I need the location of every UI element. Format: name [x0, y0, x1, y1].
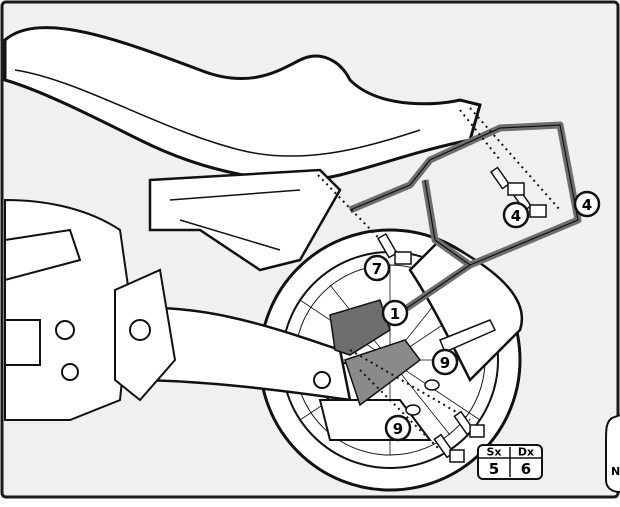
side-table: Sx Dx 5 6 — [477, 444, 543, 480]
plate-bracket — [344, 339, 422, 407]
callout-part-1: 1 — [381, 299, 409, 327]
svg-text:4: 4 — [582, 196, 592, 214]
bolts — [377, 166, 547, 463]
callout-part-9-upper: 9 — [431, 348, 459, 376]
side-left-label: Sx — [486, 446, 501, 459]
svg-text:7: 7 — [372, 260, 382, 278]
lower-bracket — [329, 299, 391, 356]
callout-part-9-lower: 9 — [384, 414, 412, 442]
cropped-note-text: N — [611, 465, 620, 478]
callout-part-4-left: 4 — [502, 201, 530, 229]
subframe — [148, 168, 342, 272]
callout-part-7: 7 — [363, 254, 391, 282]
svg-text:9: 9 — [393, 420, 403, 438]
callout-part-4-right: 4 — [573, 190, 601, 218]
swingarm — [118, 306, 352, 402]
svg-text:4: 4 — [511, 207, 521, 225]
svg-text:9: 9 — [440, 354, 450, 372]
cropped-note-box — [605, 414, 620, 493]
motorcycle-seat — [3, 26, 482, 182]
svg-text:1: 1 — [390, 305, 400, 323]
side-right-label: Dx — [518, 446, 534, 459]
assembly-guide-lines — [317, 107, 561, 451]
engine-area — [4, 198, 331, 421]
side-left-part: 5 — [489, 460, 499, 478]
side-right-part: 6 — [521, 460, 531, 478]
